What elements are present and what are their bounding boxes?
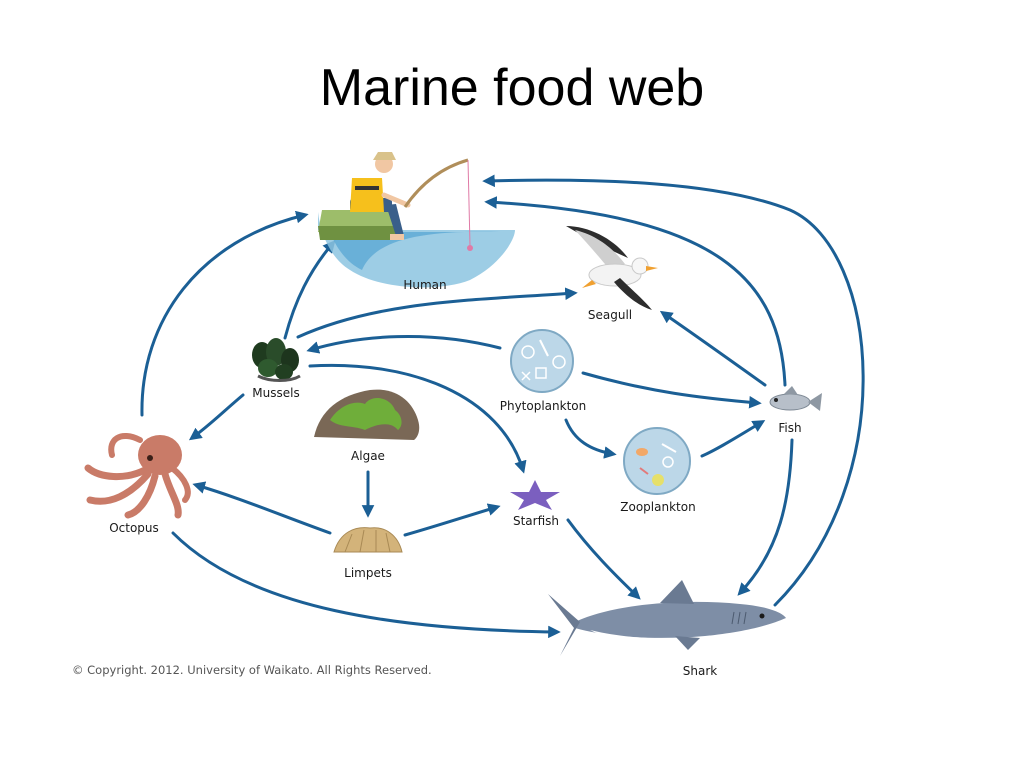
phytoplankton-illustration [510,329,574,393]
starfish-illustration [510,480,560,510]
label-mussels: Mussels [252,386,299,400]
shark-illustration [548,580,786,656]
human-illustration [318,152,515,288]
page-title: Marine food web [319,59,705,117]
limpets-illustration [333,527,403,553]
edge-starfish-shark [566,518,641,600]
edge-limpets-starfish [403,503,501,537]
edge-fish-shark [737,438,794,596]
label-phytoplankton: Phytoplankton [500,399,587,413]
label-octopus: Octopus [109,521,159,535]
label-limpets: Limpets [344,566,392,580]
label-algae: Algae [351,449,385,463]
edge-mussels-starfish [308,363,527,474]
node-labels: Human Seagull Mussels Phytoplankton Fish… [109,278,801,678]
edge-shark-human [482,174,865,607]
octopus-illustration [84,433,191,519]
label-zooplankton: Zooplankton [620,500,695,514]
label-shark: Shark [683,664,718,678]
mussels-illustration [252,338,301,382]
edge-mussels-octopus [188,393,245,441]
edge-fish-seagull [659,310,767,387]
edges [140,174,865,639]
edge-mussels-human [283,240,336,340]
algae-illustration [314,389,420,440]
copyright-notice: © Copyright. 2012. University of Waikato… [72,663,432,677]
edge-phytoplankton-zooplankton [564,418,617,459]
label-seagull: Seagull [588,308,632,322]
edge-limpets-octopus [192,481,332,535]
edge-fish-human [484,196,787,387]
label-starfish: Starfish [513,514,559,528]
edge-phytoplankton-mussels [306,335,502,354]
edge-octopus-human [140,210,309,417]
label-fish: Fish [778,421,801,435]
edge-phytoplankton-fish [581,371,762,409]
edge-octopus-shark [171,531,561,639]
label-human: Human [403,278,446,292]
seagull-illustration [566,226,658,310]
edge-zooplankton-fish [700,420,766,458]
zooplankton-illustration [623,427,691,495]
fish-illustration [769,386,822,411]
edge-mussels-seagull [296,287,578,339]
